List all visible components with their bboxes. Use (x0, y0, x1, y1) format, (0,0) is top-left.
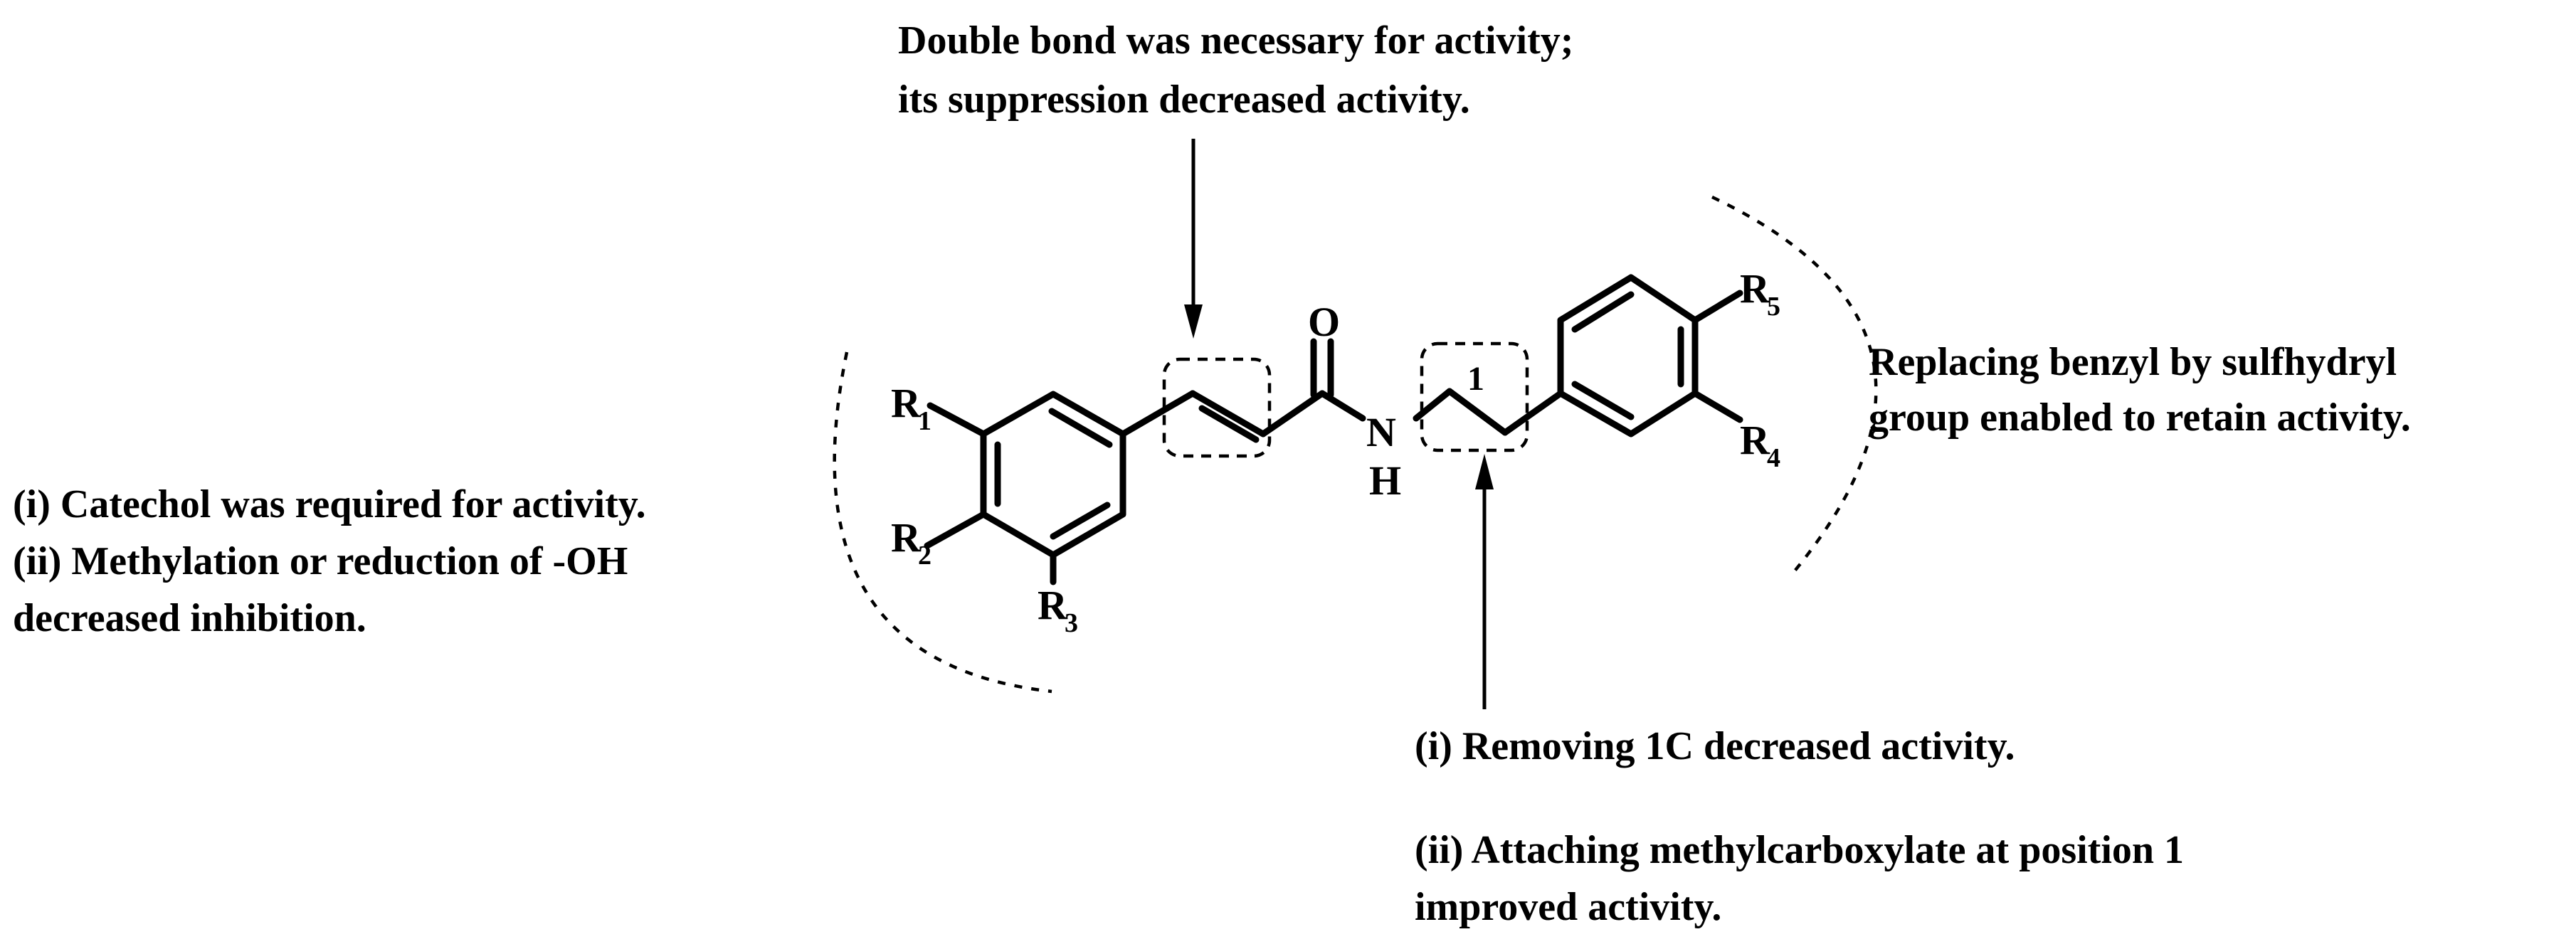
label-r1: R 1 (891, 380, 931, 436)
note-sulfhydryl-line1: Replacing benzyl by sulfhydryl (1869, 340, 2397, 384)
bond-r4 (1691, 390, 1743, 423)
propenamide-chain (1119, 338, 1564, 443)
left-phenyl-ring (980, 391, 1126, 558)
note-catechol-line1: (i) Catechol was required for activity. (13, 482, 646, 526)
note-double-bond: Double bond was necessary for activity; … (898, 18, 1573, 122)
svg-text:2: 2 (918, 541, 931, 571)
note-linker-line1: (i) Removing 1C decreased activity. (1415, 724, 2015, 768)
label-oxygen: O (1308, 299, 1340, 345)
right-phenyl-ring (1557, 274, 1699, 438)
dashed-box-double-bond (1162, 357, 1272, 458)
dashed-box-carbon-1 (1420, 341, 1529, 452)
note-catechol-line2: (ii) Methylation or reduction of -OH (13, 539, 628, 583)
note-linker-line2: (ii) Attaching methylcarboxylate at posi… (1415, 828, 2184, 872)
svg-text:R: R (1038, 582, 1068, 628)
label-nitrogen: N (1366, 409, 1396, 455)
note-double-bond-line2: its suppression decreased activity. (898, 78, 1470, 122)
alkene-double-bond (1198, 405, 1260, 443)
note-linker: (i) Removing 1C decreased activity. (ii)… (1415, 724, 2184, 929)
svg-text:3: 3 (1065, 608, 1078, 638)
note-double-bond-line1: Double bond was necessary for activity; (898, 18, 1573, 63)
svg-text:R: R (1740, 417, 1770, 463)
svg-text:4: 4 (1767, 443, 1780, 473)
label-hydrogen: H (1369, 457, 1401, 504)
label-r3: R 3 (1038, 582, 1078, 638)
label-r4: R 4 (1740, 417, 1780, 473)
note-catechol-line3: decreased inhibition. (13, 596, 366, 640)
dashed-arc-right (1711, 195, 1878, 574)
note-sulfhydryl-line2: group enabled to retain activity. (1869, 396, 2411, 440)
svg-text:R: R (1740, 265, 1770, 312)
label-position-1: 1 (1467, 360, 1484, 398)
label-r2: R 2 (891, 514, 931, 571)
bond-r2 (924, 511, 987, 549)
arrow-to-double-bond (1184, 139, 1203, 339)
dashed-arc-left (833, 351, 1052, 694)
arrow-to-linker (1475, 454, 1494, 709)
note-catechol: (i) Catechol was required for activity. … (13, 482, 646, 640)
svg-text:1: 1 (918, 406, 931, 436)
svg-text:R: R (891, 514, 922, 561)
bond-r1 (927, 402, 987, 438)
label-r5: R 5 (1740, 265, 1780, 322)
bond-r5 (1691, 290, 1743, 324)
svg-text:5: 5 (1767, 292, 1780, 322)
svg-text:R: R (891, 380, 922, 426)
note-linker-line3: improved activity. (1415, 885, 1721, 929)
note-sulfhydryl: Replacing benzyl by sulfhydryl group ena… (1869, 340, 2411, 440)
